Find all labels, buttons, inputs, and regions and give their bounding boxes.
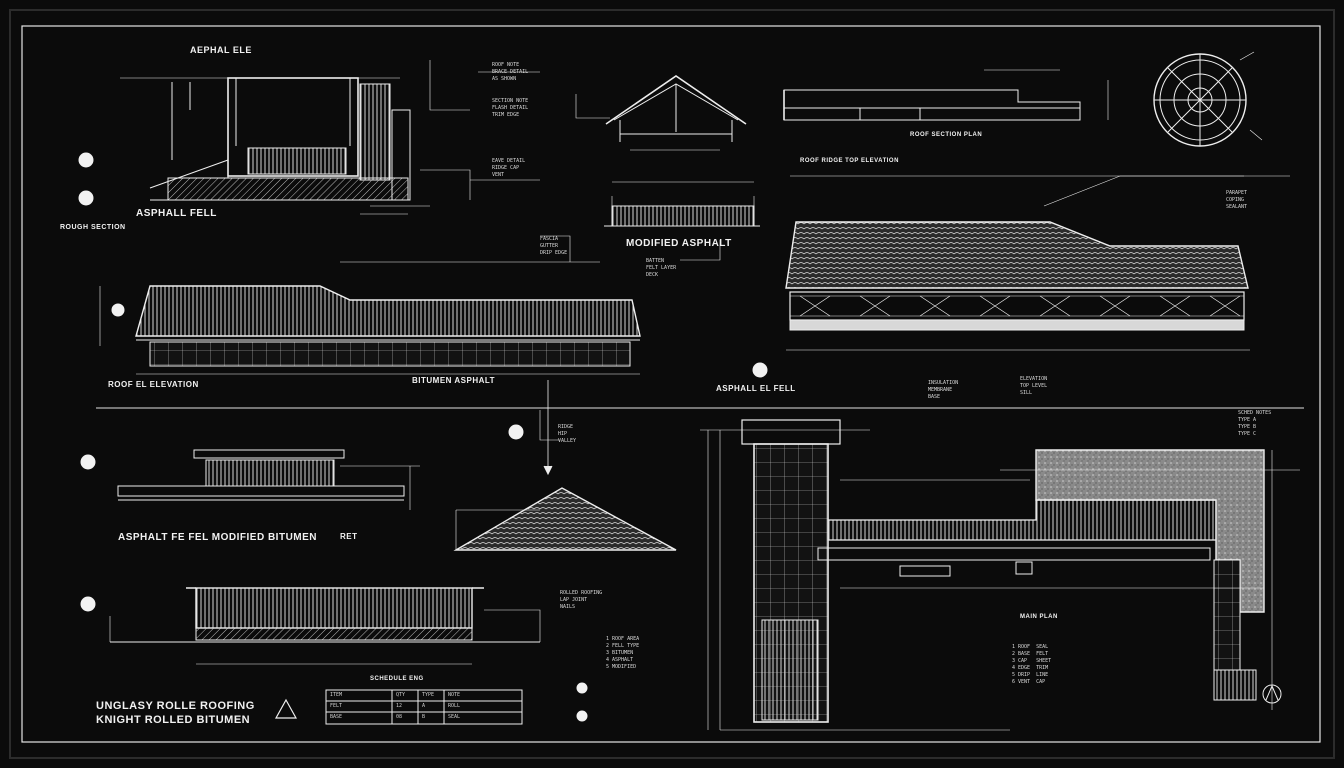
note-4: FASCIA GUTTER DRIP EDGE: [540, 236, 568, 256]
title-asphalt-modified-sub: RET: [340, 532, 358, 541]
marker-8: [576, 682, 588, 694]
title-rolled-roofing-2: KNIGHT ROLLED BITUMEN: [96, 714, 251, 726]
title-main-plan: MAIN PLAN: [1020, 614, 1058, 620]
note-5: BATTEN FELT LAYER DECK: [646, 258, 677, 278]
note-8: RIDGE HIP VALLEY: [558, 424, 577, 444]
hip-roof-elevation: [453, 487, 677, 551]
title-asphall-center: ASPHALL EL FELL: [716, 384, 796, 393]
marker-5: [80, 596, 96, 612]
table-cell: 12: [396, 703, 403, 709]
gable-section: [575, 75, 747, 151]
note-12: SCHED NOTES TYPE A TYPE B TYPE C: [1238, 410, 1272, 437]
table-cell: TYPE: [422, 692, 435, 698]
note-3: EAVE DETAIL RIDGE CAP VENT: [492, 158, 526, 178]
table-cell: ROLL: [448, 703, 461, 709]
title-left-elevation: ROOF EL ELEVATION: [108, 380, 199, 389]
note-6: PARAPET COPING SEALANT: [1226, 190, 1248, 210]
marker-1: [78, 152, 94, 168]
table-cell: NOTE: [448, 692, 461, 698]
table-cell: SEAL: [448, 714, 461, 720]
marker-4: [80, 454, 96, 470]
marker-3: [111, 303, 125, 317]
note-11: 1 ROOF SEAL 2 BASE FELT 3 CAP SHEET 4 ED…: [1012, 644, 1052, 685]
corrugated-panel-middle: [604, 181, 760, 227]
title-wide-elevation: ROOF RIDGE TOP ELEVATION: [800, 158, 899, 164]
main-floor-plan: [700, 419, 1300, 731]
title-modified-asphalt: MODIFIED ASPHALT: [626, 238, 732, 249]
long-elevation-top: [783, 69, 1109, 121]
warning-icon: [274, 698, 298, 719]
detail-section-topleft: [120, 60, 471, 215]
marker-6: [508, 424, 524, 440]
inner-border: [21, 25, 1321, 743]
title-top-left: AEPHAL ELE: [190, 45, 252, 55]
title-asphalt-modified: ASPHALT FE FEL MODIFIED BITUMEN: [118, 532, 318, 543]
note-1: ROOF NOTE BRACE DETAIL AS SHOWN: [492, 62, 529, 82]
title-asphall-fell: ASPHALL FELL: [136, 208, 217, 219]
table-cell: B: [422, 714, 426, 720]
table-cell: 08: [396, 714, 403, 720]
title-roof-plan: ROOF SECTION PLAN: [910, 132, 983, 138]
schedule-table: [325, 689, 523, 725]
left-corrugated-elevation: [99, 261, 641, 476]
title-bitumen-asphalt: BITUMEN ASPHALT: [412, 376, 496, 385]
title-rolled-roofing-1: UNGLASY ROLLE ROOFING: [96, 700, 255, 712]
table-cell: QTY: [396, 692, 406, 698]
outer-border: [9, 9, 1335, 759]
marker-7: [752, 362, 768, 378]
table-cell: BASE: [330, 714, 343, 720]
marker-2: [78, 190, 94, 206]
tiled-roof-elevation: [785, 175, 1290, 351]
title-schedule: SCHEDULE ENG: [370, 676, 424, 682]
note-7: INSULATION MEMBRANE BASE: [928, 380, 959, 400]
circular-plan: [1153, 51, 1263, 147]
marker-9: [576, 710, 588, 722]
mid-left-section: [117, 449, 420, 510]
title-rough-section: ROUGH SECTION: [60, 224, 126, 231]
compass-needle-icon: [1265, 684, 1279, 701]
note-13: ELEVATION TOP LEVEL SILL: [1020, 376, 1048, 396]
bottom-left-section: [109, 587, 541, 665]
note-10: 1 ROOF AREA 2 FELL TYPE 3 BITUMEN 4 ASPH…: [606, 636, 640, 670]
note-9: ROLLED ROOFING LAP JOINT NAILS: [560, 590, 603, 610]
table-cell: A: [422, 703, 426, 709]
note-2: SECTION NOTE FLASH DETAIL TRIM EDGE: [492, 98, 529, 118]
table-cell: ITEM: [330, 692, 343, 698]
table-cell: FELT: [330, 703, 343, 709]
